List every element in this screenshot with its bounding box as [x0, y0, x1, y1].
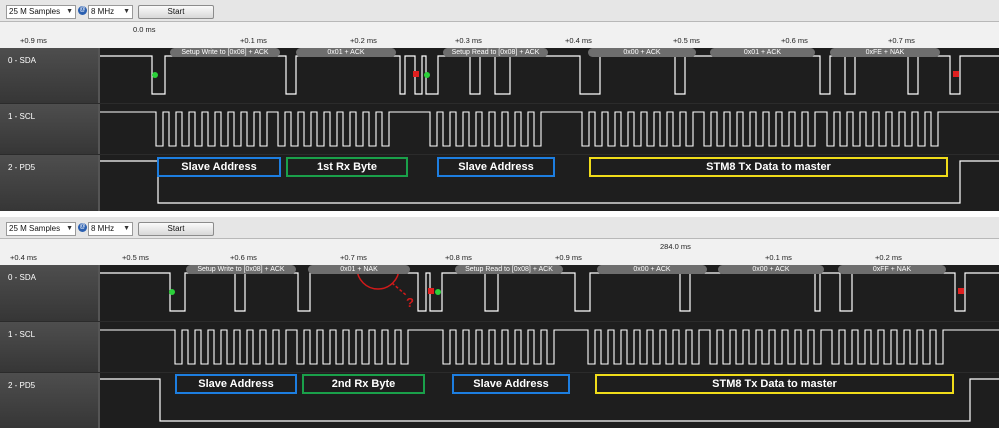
scl-lane: 1 - SCL [0, 322, 999, 372]
channel-label: 2 - PD5 [8, 163, 36, 172]
decode-label[interactable]: 0x01 + NAK [308, 265, 410, 274]
toolbar-bottom: 25 M Samples ▼ @ 8 MHz ▼ Start [0, 217, 999, 239]
time-tick: +0.6 ms [230, 253, 257, 262]
time-ruler: 0.0 ms +0.9 ms +0.1 ms +0.2 ms +0.3 ms +… [0, 22, 999, 48]
at-icon: @ [78, 223, 87, 232]
start-button[interactable]: Start [138, 5, 214, 19]
capture-panel-top: 25 M Samples ▼ @ 8 MHz ▼ Start 0.0 ms +0.9… [0, 0, 999, 211]
scl-lane: 1 - SCL [0, 104, 999, 154]
channel-label: 0 - SDA [8, 273, 37, 282]
frequency-select[interactable]: 8 MHz ▼ [88, 5, 133, 19]
highlight-pointer [391, 282, 407, 296]
time-tick: +0.8 ms [445, 253, 472, 262]
time-tick: +0.6 ms [781, 36, 808, 45]
sda-lane: 0 - SDA ? Setup Write to [0x08] + ACK 0x… [0, 265, 999, 321]
frequency-select[interactable]: 8 MHz ▼ [88, 222, 133, 236]
decode-label[interactable]: 0x01 + ACK [710, 48, 815, 57]
start-button[interactable]: Start [138, 222, 214, 236]
time-tick: +0.4 ms [565, 36, 592, 45]
pd5-lane-header[interactable]: 2 - PD5 [0, 155, 100, 211]
cursor-time: 284.0 ms [660, 242, 691, 251]
scl-clock-trace [100, 329, 999, 365]
annotation-rx-byte: 2nd Rx Byte [302, 374, 425, 394]
capture-panel-bottom: 25 M Samples ▼ @ 8 MHz ▼ Start 284.0 ms +0… [0, 217, 999, 428]
pd5-waveform [100, 160, 999, 204]
channel-label: 2 - PD5 [8, 381, 36, 390]
start-marker [435, 289, 441, 295]
pd5-lane: 2 - PD5 Slave Address 1st Rx Byte Slave … [0, 155, 999, 211]
stop-marker [428, 288, 434, 294]
decode-label[interactable]: Setup Read to [0x08] + ACK [443, 48, 548, 57]
scl-waveform [100, 329, 999, 365]
decode-label[interactable]: 0xFE + NAK [830, 48, 940, 57]
sda-lane: 0 - SDA Setup Write to [0x08] + ACK 0x01… [0, 48, 999, 103]
chevron-down-icon: ▼ [123, 225, 130, 232]
decode-label[interactable]: Setup Write to [0x08] + ACK [186, 265, 296, 274]
cursor-time: 0.0 ms [133, 25, 156, 34]
annotation-slave-address: Slave Address [437, 157, 555, 177]
time-tick: +0.9 ms [20, 36, 47, 45]
frequency-value: 8 MHz [91, 7, 115, 16]
time-tick: +0.9 ms [555, 253, 582, 262]
time-tick: +0.5 ms [122, 253, 149, 262]
samples-value: 25 M Samples [9, 7, 61, 16]
scl-clock-trace [100, 111, 999, 147]
samples-select[interactable]: 25 M Samples ▼ [6, 222, 76, 236]
samples-select[interactable]: 25 M Samples ▼ [6, 5, 76, 19]
chevron-down-icon: ▼ [66, 8, 73, 15]
time-tick: +0.1 ms [240, 36, 267, 45]
question-mark: ? [406, 295, 414, 310]
annotation-slave-address: Slave Address [175, 374, 297, 394]
scl-lane-header[interactable]: 1 - SCL [0, 104, 100, 154]
annotation-slave-address: Slave Address [452, 374, 570, 394]
time-tick: +0.3 ms [455, 36, 482, 45]
pd5-waveform [100, 378, 999, 422]
decode-label[interactable]: 0xFF + NAK [838, 265, 946, 274]
time-tick: +0.4 ms [10, 253, 37, 262]
stop-marker [413, 71, 419, 77]
channel-label: 0 - SDA [8, 56, 37, 65]
time-tick: +0.1 ms [765, 253, 792, 262]
decode-label[interactable]: Setup Read to [0x08] + ACK [455, 265, 563, 274]
stop-marker [958, 288, 964, 294]
scl-waveform [100, 111, 999, 147]
time-tick: +0.7 ms [340, 253, 367, 262]
annotation-rx-byte: 1st Rx Byte [286, 157, 408, 177]
time-tick: +0.2 ms [875, 253, 902, 262]
pd5-lane-header[interactable]: 2 - PD5 [0, 373, 100, 428]
channel-label: 1 - SCL [8, 112, 36, 121]
decode-label[interactable]: 0x00 + ACK [588, 48, 696, 57]
annotation-slave-address: Slave Address [157, 157, 281, 177]
decode-label[interactable]: Setup Write to [0x08] + ACK [170, 48, 280, 57]
panel-divider [0, 211, 999, 217]
decode-label[interactable]: 0x01 + ACK [296, 48, 396, 57]
scl-lane-header[interactable]: 1 - SCL [0, 322, 100, 372]
annotation-tx-data: STM8 Tx Data to master [595, 374, 954, 394]
start-marker [424, 72, 430, 78]
time-tick: +0.2 ms [350, 36, 377, 45]
sda-lane-header[interactable]: 0 - SDA [0, 48, 100, 103]
start-marker [169, 289, 175, 295]
frequency-value: 8 MHz [91, 224, 115, 233]
decode-label[interactable]: 0x00 + ACK [597, 265, 707, 274]
samples-value: 25 M Samples [9, 224, 61, 233]
stop-marker [953, 71, 959, 77]
time-tick: +0.5 ms [673, 36, 700, 45]
chevron-down-icon: ▼ [66, 225, 73, 232]
channel-label: 1 - SCL [8, 330, 36, 339]
toolbar-top: 25 M Samples ▼ @ 8 MHz ▼ Start [0, 0, 999, 22]
chevron-down-icon: ▼ [123, 8, 130, 15]
time-ruler: 284.0 ms +0.4 ms +0.5 ms +0.6 ms +0.7 ms… [0, 239, 999, 265]
at-icon: @ [78, 6, 87, 15]
decode-label[interactable]: 0x00 + ACK [718, 265, 824, 274]
time-tick: +0.7 ms [888, 36, 915, 45]
annotation-tx-data: STM8 Tx Data to master [589, 157, 948, 177]
start-marker [152, 72, 158, 78]
sda-lane-header[interactable]: 0 - SDA [0, 265, 100, 321]
pd5-lane: 2 - PD5 Slave Address 2nd Rx Byte Slave … [0, 373, 999, 428]
